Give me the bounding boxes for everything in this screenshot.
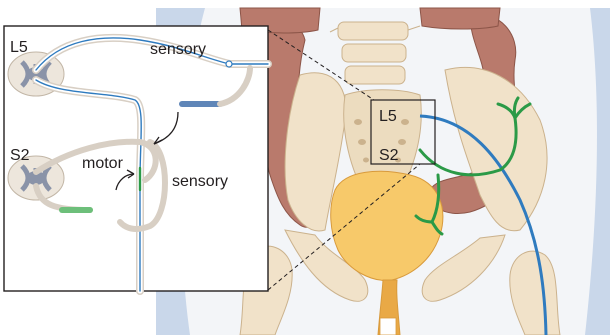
inset-label-l5: L5 [10,39,28,56]
inset-label-sensory-bottom: sensory [172,173,228,190]
urethra-opening [380,318,396,335]
box-label-l5: L5 [379,108,397,125]
inset-label-sensory-top: sensory [150,41,206,58]
inset-label-s2: S2 [10,147,30,164]
box-label-s2: S2 [379,147,399,164]
reflex-inset-panel: L5 S2 sensory motor sensory [4,26,268,291]
inset-label-motor: motor [82,155,124,172]
colon-top-right [420,8,500,29]
